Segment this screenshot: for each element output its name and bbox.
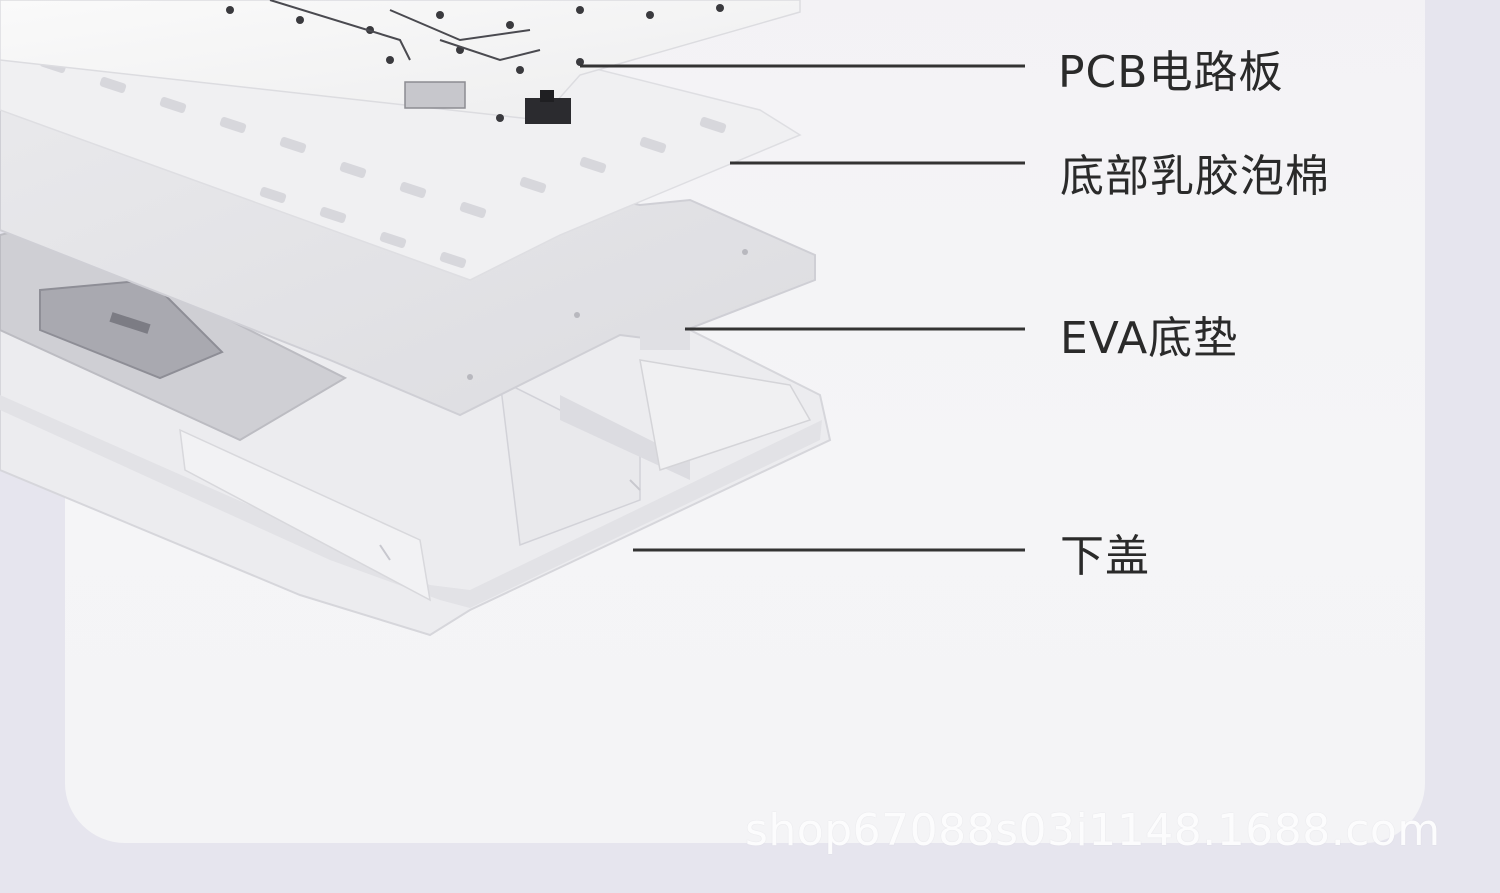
label-eva-pad: EVA底垫	[1060, 313, 1239, 364]
label-pcb: PCB电路板	[1058, 47, 1284, 98]
leader-lines	[580, 64, 1025, 552]
label-bottom-cover: 下盖	[1060, 531, 1150, 582]
pcb-board-layer	[0, 0, 801, 124]
watermark-text: shop67088s03i1148.1688.com	[745, 805, 1441, 856]
label-latex-foam: 底部乳胶泡棉	[1060, 151, 1330, 202]
